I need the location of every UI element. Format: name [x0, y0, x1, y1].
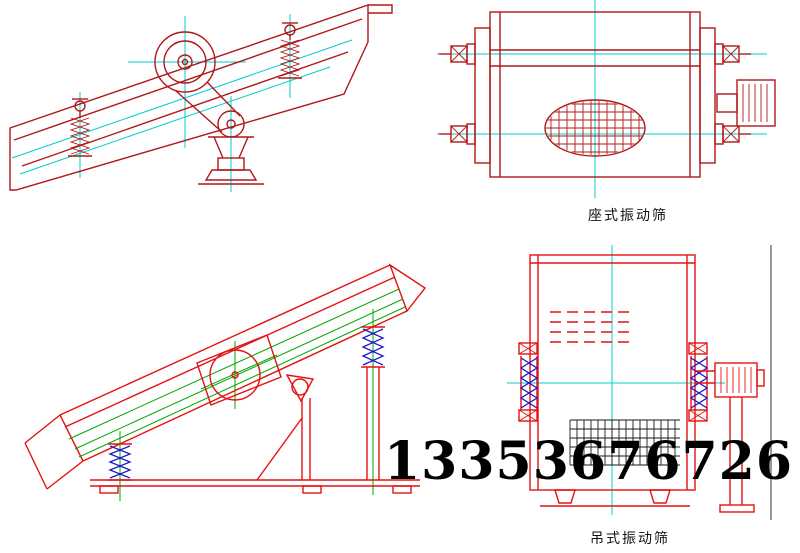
feet-and-base — [540, 489, 690, 507]
centerlines — [507, 245, 725, 515]
bolt-right-top — [714, 43, 751, 65]
screen-body — [9, 4, 393, 191]
mesh-grid — [569, 419, 680, 466]
inclined-screen-frame-view — [24, 263, 427, 501]
spring-assembly-right — [278, 22, 302, 79]
hanging-type-label: 吊式振动筛 — [590, 531, 670, 547]
motor — [716, 79, 776, 127]
exciter — [285, 374, 315, 403]
opening-and-roller — [196, 334, 282, 406]
centerlines — [437, 0, 767, 198]
deck — [24, 263, 427, 490]
bolt-left-bottom — [439, 123, 476, 145]
hanging-screen-front-view — [507, 245, 772, 520]
drum-body — [474, 11, 716, 178]
seat-type-screen-front-view — [437, 0, 776, 198]
spring-left — [518, 342, 539, 422]
bolt-left-top — [439, 43, 476, 65]
vent-slots — [550, 311, 629, 343]
screen-mesh-ellipse — [544, 99, 646, 157]
inclined-screen-side-view — [9, 4, 393, 192]
centerlines — [119, 309, 374, 501]
phone-watermark: 13353676726 — [384, 431, 793, 492]
spring-assembly-left — [68, 98, 92, 157]
motor-stand — [695, 362, 765, 513]
discharge-funnel — [198, 136, 264, 185]
support-frame — [90, 398, 420, 494]
spring-right — [688, 342, 709, 422]
spring-right — [361, 326, 385, 480]
seat-type-label: 座式振动筛 — [588, 208, 668, 224]
bolt-right-bottom — [714, 123, 751, 145]
